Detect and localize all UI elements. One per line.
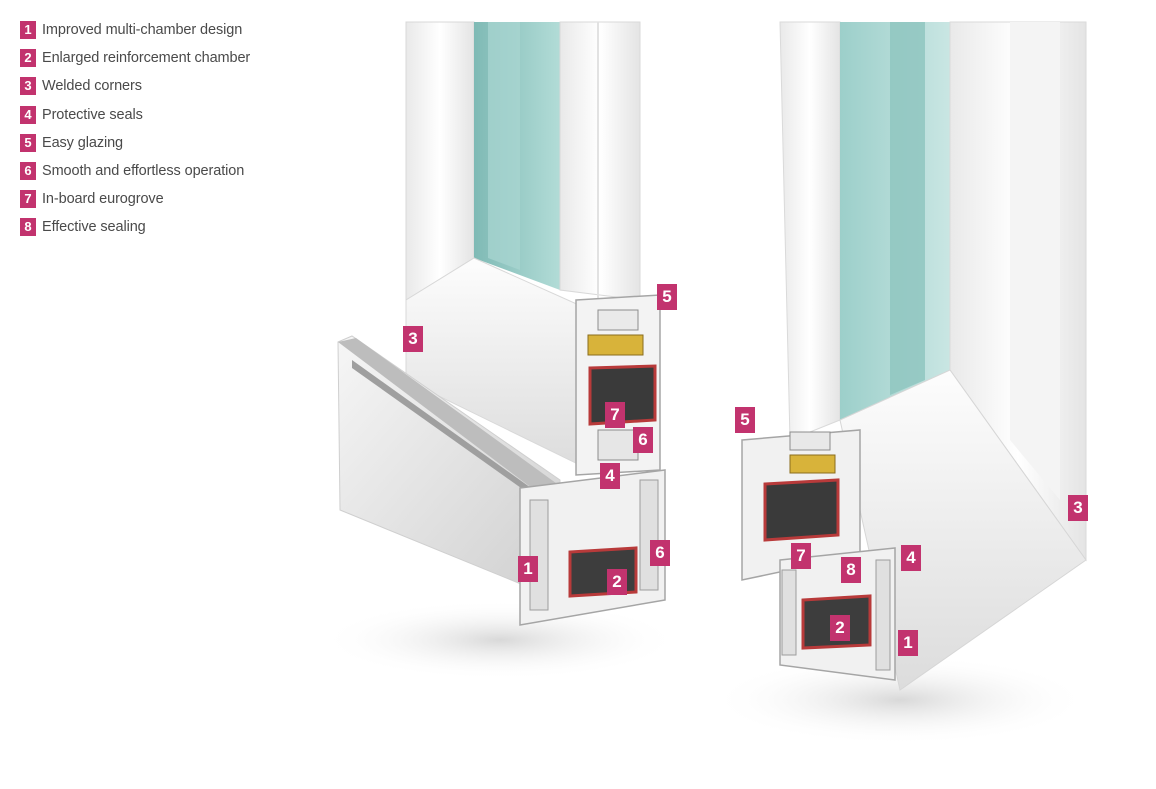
legend-item: 8 Effective sealing xyxy=(20,217,250,237)
callout-reinforcement-chamber: 2 xyxy=(607,569,627,595)
right-jamb-bevel xyxy=(1010,22,1060,500)
legend-label: Effective sealing xyxy=(42,219,146,236)
left-frame-chamber xyxy=(529,499,549,611)
legend-item: 4 Protective seals xyxy=(20,105,250,125)
left-floor-shadow xyxy=(320,600,680,680)
legend-number-badge: 8 xyxy=(20,218,36,237)
callout-multi-chamber: 1 xyxy=(518,556,538,582)
legend-number-badge: 4 xyxy=(20,105,36,124)
legend-item: 3 Welded corners xyxy=(20,76,250,96)
callout-protective-seals: 4 xyxy=(600,463,620,489)
callout-reinforcement-chamber: 2 xyxy=(830,615,850,641)
legend-label: Protective seals xyxy=(42,106,143,123)
legend-item: 1 Improved multi-chamber design xyxy=(20,20,250,40)
callout-eurogrove: 7 xyxy=(605,402,625,428)
legend-number-badge: 1 xyxy=(20,21,36,39)
legend-number-badge: 6 xyxy=(20,161,36,180)
left-glazing-bead xyxy=(597,309,639,331)
left-glass-highlight xyxy=(488,22,520,270)
legend-number-badge: 5 xyxy=(20,133,36,152)
legend-label: Improved multi-chamber design xyxy=(42,22,243,38)
right-glass-edge xyxy=(890,22,925,395)
legend-item: 6 Smooth and effortless operation xyxy=(20,161,250,181)
left-frame-chamber xyxy=(639,479,659,591)
left-sash-jamb xyxy=(559,21,641,301)
legend-label: In-board eurogrove xyxy=(42,191,164,208)
left-sill-lip xyxy=(338,338,560,498)
callout-eurogrove: 7 xyxy=(791,543,811,569)
callout-effective-sealing: 8 xyxy=(841,557,861,583)
legend-item: 2 Enlarged reinforcement chamber xyxy=(20,48,250,68)
feature-legend: 1 Improved multi-chamber design 2 Enlarg… xyxy=(20,20,250,246)
callout-smooth-operation: 6 xyxy=(650,540,670,566)
callout-protective-seals: 4 xyxy=(901,545,921,571)
right-glazing-bead-seal xyxy=(789,454,836,474)
callout-multi-chamber: 1 xyxy=(898,630,918,656)
legend-item: 7 In-board eurogrove xyxy=(20,189,250,209)
right-frame-chamber xyxy=(781,569,797,656)
left-window-profile xyxy=(320,21,680,680)
legend-label: Easy glazing xyxy=(42,134,124,151)
callout-welded-corners: 3 xyxy=(403,326,423,352)
legend-number-badge: 7 xyxy=(20,190,36,209)
callout-welded-corners: 3 xyxy=(1068,495,1088,521)
right-frame-chamber xyxy=(875,559,891,671)
callout-easy-glazing: 5 xyxy=(735,407,755,433)
legend-number-badge: 3 xyxy=(20,77,36,96)
left-glazing-bead-seal xyxy=(587,334,644,356)
left-sill-groove xyxy=(352,360,545,505)
right-sash-reinforcement xyxy=(763,478,840,542)
legend-label: Smooth and effortless operation xyxy=(42,162,245,179)
right-floor-shadow xyxy=(710,655,1090,745)
callout-smooth-operation: 6 xyxy=(633,427,653,453)
legend-label: Welded corners xyxy=(42,78,142,95)
legend-label: Enlarged reinforcement chamber xyxy=(42,50,251,67)
legend-number-badge: 2 xyxy=(20,49,36,68)
right-glazing-bead xyxy=(789,431,831,451)
callout-easy-glazing: 5 xyxy=(657,284,677,310)
right-window-profile xyxy=(710,21,1090,745)
right-inner-jamb xyxy=(779,21,841,441)
left-eurogroove xyxy=(597,429,639,461)
left-outer-jamb xyxy=(405,21,475,301)
legend-item: 5 Easy glazing xyxy=(20,133,250,153)
